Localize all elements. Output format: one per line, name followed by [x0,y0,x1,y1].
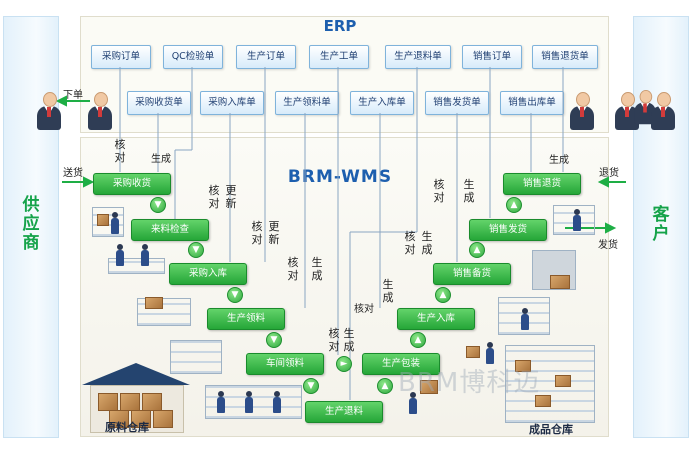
person-icon [569,92,595,132]
label-check: 核对 [208,184,220,210]
arrow-right-icon: ► [336,356,352,372]
crate-icon [535,395,551,407]
wms-step-production-packing: 生产包装 [362,353,440,375]
label-check: 核对 [251,220,263,246]
worker-icon [485,342,495,364]
arrow-up-icon: ▲ [506,197,522,213]
crate-icon [142,393,162,411]
wms-step-workshop-picking: 车间领料 [246,353,324,375]
crate-icon [555,375,571,387]
erp-doc-purchase-order: 采购订单 [91,45,151,69]
worker-icon [572,209,582,231]
label-deliver-in: 送货 [63,168,83,179]
worker-icon [115,244,125,266]
worker-icon [520,308,530,330]
arrow-down-icon: ▼ [150,197,166,213]
label-generate: 生成 [311,256,323,282]
worker-icon [110,212,120,234]
person-icon [650,92,676,132]
watermark: BRM博科迈 [398,368,541,398]
label-generate: 生成 [382,278,394,304]
crate-icon [153,410,173,428]
crate-icon [120,393,140,411]
supplier-panel [3,16,59,438]
label-check: 核对 [354,304,374,315]
label-check: 核对 [328,327,340,353]
erp-doc-production-return: 生产退料单 [385,45,451,69]
crate-icon [550,275,570,289]
erp-doc-work-order: 生产工单 [309,45,369,69]
arrow-down-icon: ▼ [188,242,204,258]
crate-icon [131,410,151,428]
shelf-icon [170,340,222,374]
crate-icon [515,360,531,372]
label-update: 更新 [225,184,237,210]
label-generate: 生成 [463,178,475,204]
label-order: 下单 [63,90,83,101]
person-icon [633,90,656,126]
finished-goods-rack-icon [505,345,595,423]
arrow-down-icon: ▼ [266,332,282,348]
wms-step-sales-picking: 销售备货 [433,263,511,285]
erp-doc-production-order: 生产订单 [236,45,296,69]
label-check: 核对 [404,230,416,256]
arrow-up-icon: ▲ [469,242,485,258]
wms-step-production-picking: 生产领料 [207,308,285,330]
erp-doc-sales-outbound: 销售出库单 [500,91,564,115]
worker-icon [408,392,418,414]
wms-step-production-return: 生产退料 [305,401,383,423]
customer-label: 客户 [652,205,670,244]
label-update: 更新 [268,220,280,246]
customer-panel [633,16,689,438]
label-generate: 生成 [151,154,171,165]
person-icon [36,92,62,132]
raw-warehouse-roof [82,363,190,385]
supplier-label: 供应商 [22,195,40,253]
label-generate: 生成 [549,155,569,166]
erp-doc-production-inbound: 生产入库单 [350,91,414,115]
worker-icon [140,244,150,266]
arrow-up-icon: ▲ [435,287,451,303]
wms-step-purchase-receipt: 采购收货 [93,173,171,195]
label-check: 核对 [114,138,126,164]
arrow-up-icon: ▲ [410,332,426,348]
erp-title: ERP [323,17,357,35]
arrow-up-icon: ▲ [377,378,393,394]
wms-step-purchase-inbound: 采购入库 [169,263,247,285]
erp-doc-qc-inspection: QC检验单 [163,45,223,69]
wms-step-incoming-inspection: 来料检查 [131,219,209,241]
arrow-down-icon: ▼ [303,378,319,394]
crate-icon [420,380,438,394]
arrow-down-icon: ▼ [227,287,243,303]
crate-icon [466,346,480,358]
erp-doc-purchase-inbound: 采购入库单 [200,91,264,115]
label-return-goods: 退货 [599,168,619,179]
crate-icon [98,393,118,411]
person-icon [87,92,113,132]
label-ship: 发货 [598,240,618,251]
label-generate: 生成 [421,230,433,256]
crate-icon [145,297,163,309]
worker-icon [272,391,282,413]
erp-doc-sales-return: 销售退货单 [532,45,598,69]
finished-warehouse-label: 成品仓库 [529,423,573,436]
erp-doc-sales-order: 销售订单 [462,45,522,69]
erp-doc-purchase-receipt: 采购收货单 [127,91,191,115]
worker-icon [216,391,226,413]
label-check: 核对 [287,256,299,282]
label-generate: 生成 [343,327,355,353]
wms-step-production-inbound: 生产入库 [397,308,475,330]
label-check: 核对 [433,178,445,204]
worker-icon [244,391,254,413]
wms-step-sales-return: 销售退货 [503,173,581,195]
crate-icon [97,214,109,226]
wms-step-sales-shipment: 销售发货 [469,219,547,241]
crate-icon [109,410,129,428]
wms-title: BRM-WMS [287,167,393,187]
raw-warehouse-label: 原料仓库 [105,421,149,434]
